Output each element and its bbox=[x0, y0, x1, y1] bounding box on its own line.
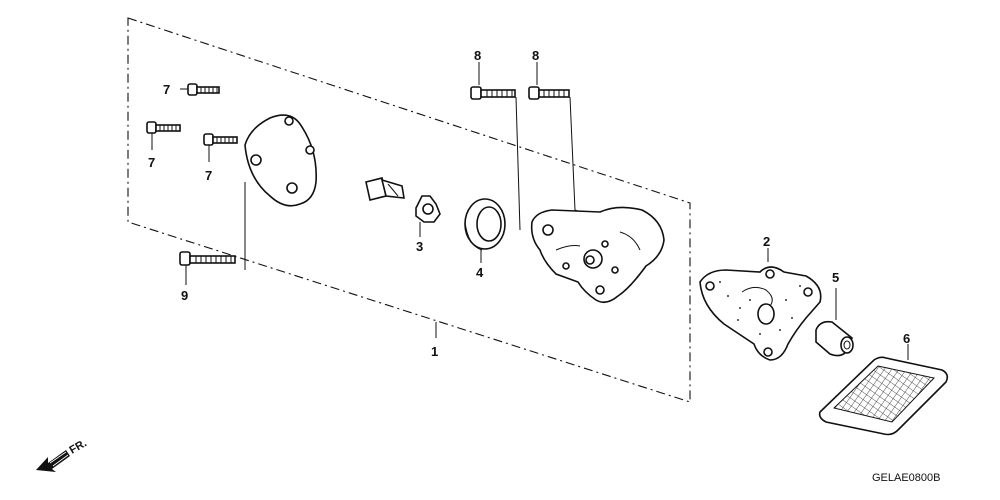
bolt-7-left bbox=[146, 121, 181, 150]
front-arrow-icon bbox=[36, 450, 70, 472]
callout-2: 2 bbox=[763, 234, 770, 249]
callout-4: 4 bbox=[476, 265, 484, 280]
callout-8-right: 8 bbox=[532, 48, 539, 63]
part-code: GELAE0800B bbox=[872, 472, 941, 484]
pump-cover-plate bbox=[244, 114, 317, 207]
bolt-7-middle bbox=[203, 133, 238, 162]
pump-body bbox=[530, 206, 665, 304]
assembly-boundary bbox=[127, 17, 691, 403]
callout-7-top: 7 bbox=[163, 82, 170, 97]
inner-rotor bbox=[415, 195, 441, 237]
callout-5: 5 bbox=[832, 270, 839, 285]
leader-8-right bbox=[569, 96, 609, 223]
callout-8-left: 8 bbox=[474, 48, 481, 63]
bolt-7-top bbox=[180, 83, 220, 96]
pump-shaft bbox=[365, 177, 405, 201]
callout-7-left: 7 bbox=[148, 155, 155, 170]
callout-6: 6 bbox=[903, 331, 910, 346]
outer-rotor bbox=[464, 198, 506, 263]
bolt-9 bbox=[179, 251, 236, 285]
bolt-8-right bbox=[528, 62, 570, 100]
callout-7-middle: 7 bbox=[205, 168, 212, 183]
oil-strainer bbox=[818, 344, 949, 436]
front-direction-label: FR. bbox=[68, 437, 89, 456]
callout-3: 3 bbox=[416, 239, 423, 254]
callout-9: 9 bbox=[181, 288, 188, 303]
pump-collar bbox=[815, 288, 854, 357]
bolt-8-left bbox=[470, 62, 516, 100]
pump-gasket bbox=[699, 248, 822, 361]
leader-8-left bbox=[515, 96, 521, 231]
callout-1: 1 bbox=[431, 344, 438, 359]
